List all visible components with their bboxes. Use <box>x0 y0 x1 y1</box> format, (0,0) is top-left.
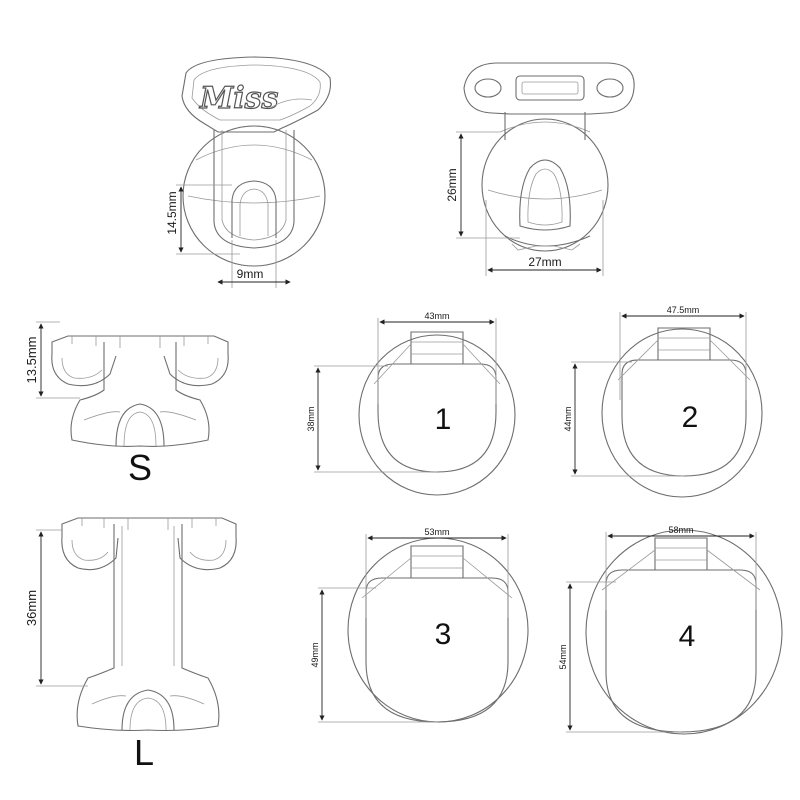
tube-l-view: 36mm L <box>24 517 237 773</box>
ring-4-inner <box>605 569 757 733</box>
back-height-label: 26mm <box>445 168 459 201</box>
tube-s-size-label: S <box>128 447 152 488</box>
front-height-label: 14.5mm <box>165 191 179 234</box>
back-ring-outline <box>481 118 609 252</box>
ring-2-outer <box>601 328 763 498</box>
ring-2-inner <box>621 359 747 477</box>
ring-3-width-label: 53mm <box>424 527 449 537</box>
front-view: Miss 14.5mm 9mm <box>165 56 332 288</box>
logo-swoosh <box>269 98 313 109</box>
ring-1-number: 1 <box>435 403 452 436</box>
ring-2-number: 2 <box>682 401 699 434</box>
ring-1-height-label: 38mm <box>306 406 316 431</box>
ring-3-number: 3 <box>435 618 452 651</box>
ring-2-height-label: 44mm <box>563 406 573 431</box>
ring-4-number: 4 <box>679 620 696 653</box>
ring-3-lock-block <box>410 545 464 578</box>
ring-sizes: 43mm 38mm 1 47.5mm 44mm 2 53mm 49mm 3 58mm 54mm 4 <box>306 305 783 735</box>
front-ring-outline <box>182 125 326 267</box>
ring-4-width-label: 58mm <box>668 525 693 535</box>
ring-4-view: 58mm 54mm 4 <box>558 525 783 735</box>
ring-1-width-label: 43mm <box>424 311 449 321</box>
ring-3-inner <box>365 577 509 723</box>
miss-logo: Miss <box>199 81 278 116</box>
ring-3-height-label: 49mm <box>310 642 320 667</box>
tube-l-size-label: L <box>134 732 154 773</box>
ring-4-height-label: 54mm <box>558 644 568 669</box>
ring-2-width-label: 47.5mm <box>667 305 700 315</box>
ring-2-view: 47.5mm 44mm 2 <box>563 305 763 498</box>
back-view: 26mm 27mm <box>445 62 635 276</box>
tube-l-height-label: 36mm <box>24 590 39 626</box>
ring-4-lock-block <box>654 537 708 570</box>
ring-1-inner <box>377 363 497 473</box>
ring-1-view: 43mm 38mm 1 <box>306 311 516 496</box>
tube-s-view: 13.5mm S <box>24 321 229 488</box>
ring-2-lock-block <box>657 327 711 360</box>
ring-1-lock-block <box>410 331 464 364</box>
ring-4-outer <box>585 529 783 735</box>
ring-3-view: 53mm 49mm 3 <box>310 527 529 723</box>
tube-s-height-label: 13.5mm <box>24 337 39 384</box>
back-width-label: 27mm <box>528 255 561 269</box>
front-width-label: 9mm <box>237 267 264 281</box>
ring-1-outer <box>358 334 516 496</box>
